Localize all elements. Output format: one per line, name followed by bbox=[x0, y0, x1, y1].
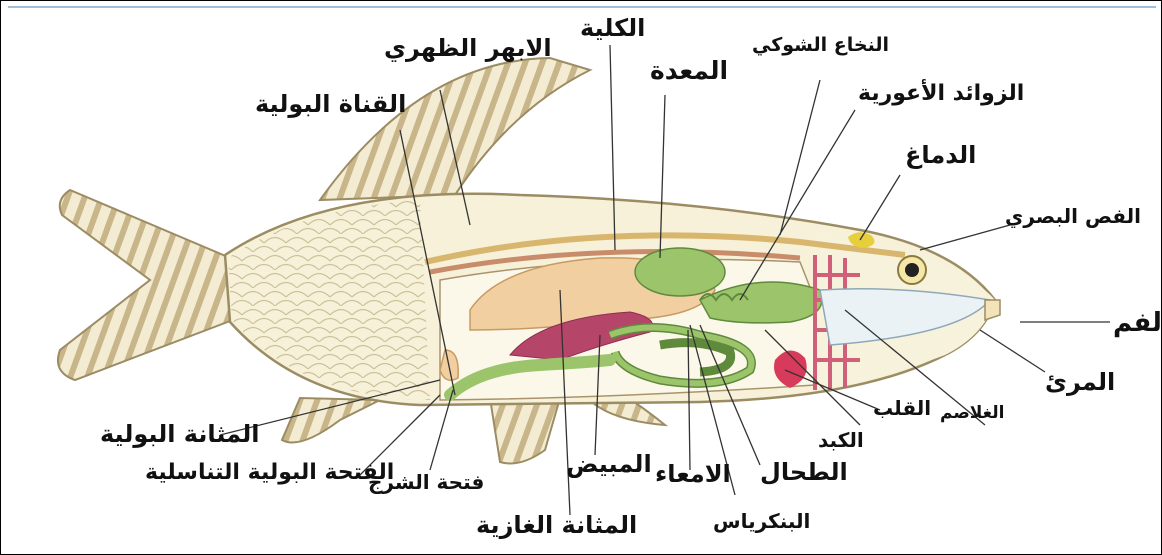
label-pyloric-caeca: الزوائد الأعورية bbox=[858, 83, 1024, 105]
tail-fin bbox=[58, 190, 238, 380]
mouth-shape bbox=[985, 300, 1000, 320]
label-kidney: الكلية bbox=[580, 16, 645, 40]
label-dorsal-aorta: الابهر الظهري bbox=[384, 36, 552, 60]
dorsal-fin bbox=[320, 58, 590, 200]
label-mouth: الفم bbox=[1113, 310, 1162, 336]
label-urinary-bladder: المثانة البولية bbox=[100, 422, 260, 446]
label-brain: الدماغ bbox=[905, 143, 976, 167]
label-ovary: المبيض bbox=[566, 452, 652, 476]
label-spleen: الطحال bbox=[760, 460, 848, 484]
label-spinal-cord: النخاع الشوكي bbox=[752, 36, 889, 55]
label-liver: الكبد bbox=[818, 430, 864, 450]
pelvic-fin bbox=[282, 398, 380, 443]
label-urogenital-opening: الفتحة البولية التناسلية bbox=[145, 462, 394, 484]
anal-fin bbox=[490, 398, 560, 464]
label-pancreas: البنكرياس bbox=[713, 511, 810, 531]
scales bbox=[228, 200, 430, 400]
label-intestine: الامعاء bbox=[655, 462, 731, 486]
label-swim-bladder: المثانة الغازية bbox=[476, 513, 637, 537]
label-urinary-duct: القناة البولية bbox=[255, 92, 406, 116]
label-heart: القلب bbox=[873, 398, 931, 418]
label-esophagus: المرئ bbox=[1045, 370, 1115, 394]
label-optic-lobe: الفص البصري bbox=[1005, 206, 1141, 226]
stomach-shape bbox=[635, 248, 725, 296]
label-stomach: المعدة bbox=[650, 58, 728, 83]
label-gills: الغلاصم bbox=[940, 405, 1004, 422]
